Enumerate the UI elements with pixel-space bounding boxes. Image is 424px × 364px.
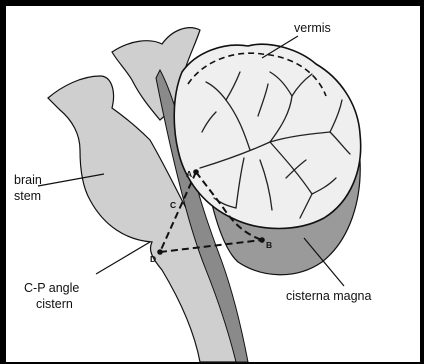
point-a-label: A <box>186 169 192 179</box>
point-b-label: B <box>266 240 272 250</box>
vermis-label: vermis <box>294 21 331 35</box>
cp-angle-label-line2: cistern <box>36 297 73 311</box>
cp-angle-label-line1: C-P angle <box>24 281 79 295</box>
point-d-label: D <box>150 254 156 264</box>
brain-stem-label-line2: stem <box>14 189 41 203</box>
point-d-marker <box>157 249 163 255</box>
cisterna-magna-label: cisterna magna <box>286 289 372 303</box>
point-c-label: C <box>170 200 176 210</box>
point-a-marker <box>193 169 199 175</box>
point-b-marker <box>259 237 265 243</box>
brain-stem-label-line1: brain <box>14 173 42 187</box>
